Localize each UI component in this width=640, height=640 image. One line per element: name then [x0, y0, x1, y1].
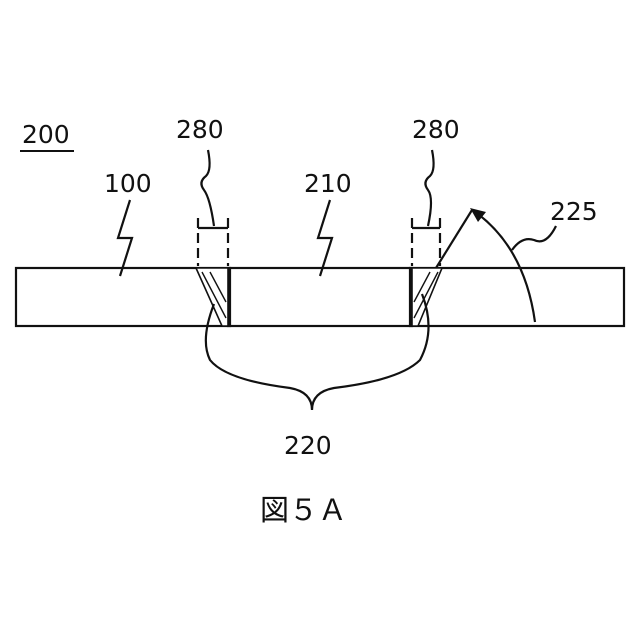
label-280-right: 280: [412, 115, 460, 144]
figure-caption: 図５Ａ: [260, 493, 347, 527]
label-225: 225: [550, 197, 598, 226]
leader-225: [512, 226, 556, 250]
angle-line: [436, 210, 472, 268]
leader-210: [318, 200, 332, 276]
label-100: 100: [104, 169, 152, 198]
insert-210: [228, 268, 412, 326]
leader-280-right: [425, 150, 433, 226]
leader-100: [118, 200, 132, 276]
leader-220: [206, 294, 429, 410]
label-210: 210: [304, 169, 352, 198]
base-plate-right: [410, 268, 624, 326]
leader-280-left: [201, 150, 214, 226]
label-200: 200: [22, 120, 70, 149]
label-220: 220: [284, 431, 332, 460]
label-280-left: 280: [176, 115, 224, 144]
base-plate-left: [16, 268, 230, 326]
